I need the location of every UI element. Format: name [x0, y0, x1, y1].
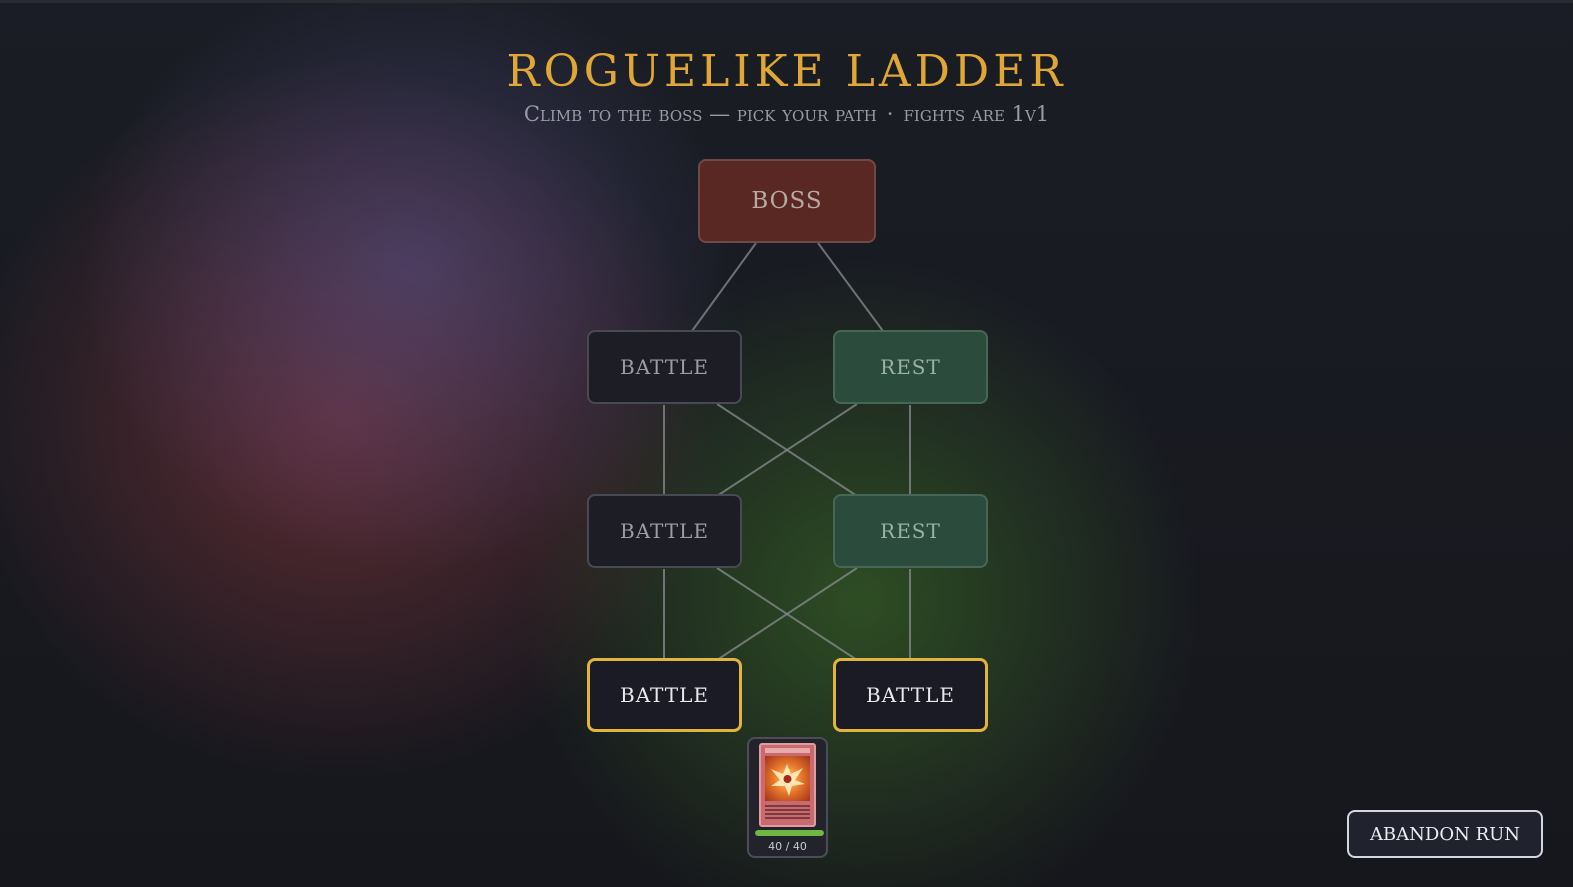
abandon-run-button[interactable]: Abandon Run [1347, 810, 1543, 858]
node-battle-row1-right[interactable]: Battle [833, 658, 988, 732]
card-name-band [765, 748, 810, 753]
node-boss[interactable]: Boss [698, 159, 876, 243]
hp-text: 40 / 40 [768, 840, 807, 853]
path-line [716, 403, 858, 497]
node-rest-row3-right[interactable]: Rest [833, 330, 988, 404]
path-line [817, 242, 884, 332]
path-line [691, 242, 757, 332]
phoenix-icon [765, 756, 810, 801]
top-bar [0, 0, 1573, 3]
card-text [765, 805, 810, 819]
subtitle-instructions: Climb to the boss — pick your path [523, 102, 877, 126]
subtitle-separator: · [886, 102, 894, 126]
node-rest-row2-right[interactable]: Rest [833, 494, 988, 568]
subtitle-rules: fights are 1v1 [903, 102, 1050, 126]
hp-bar [755, 830, 824, 836]
page-title: Roguelike Ladder [506, 46, 1067, 97]
node-battle-row2-left[interactable]: Battle [587, 494, 742, 568]
node-battle-row1-left[interactable]: Battle [587, 658, 742, 732]
player-card [759, 743, 816, 827]
path-line [716, 567, 858, 661]
hp-bar-fill [755, 830, 824, 836]
player-token: 40 / 40 [747, 737, 828, 858]
node-battle-row3-left[interactable]: Battle [587, 330, 742, 404]
page-subtitle: Climb to the boss — pick your path · fight… [0, 102, 1573, 126]
